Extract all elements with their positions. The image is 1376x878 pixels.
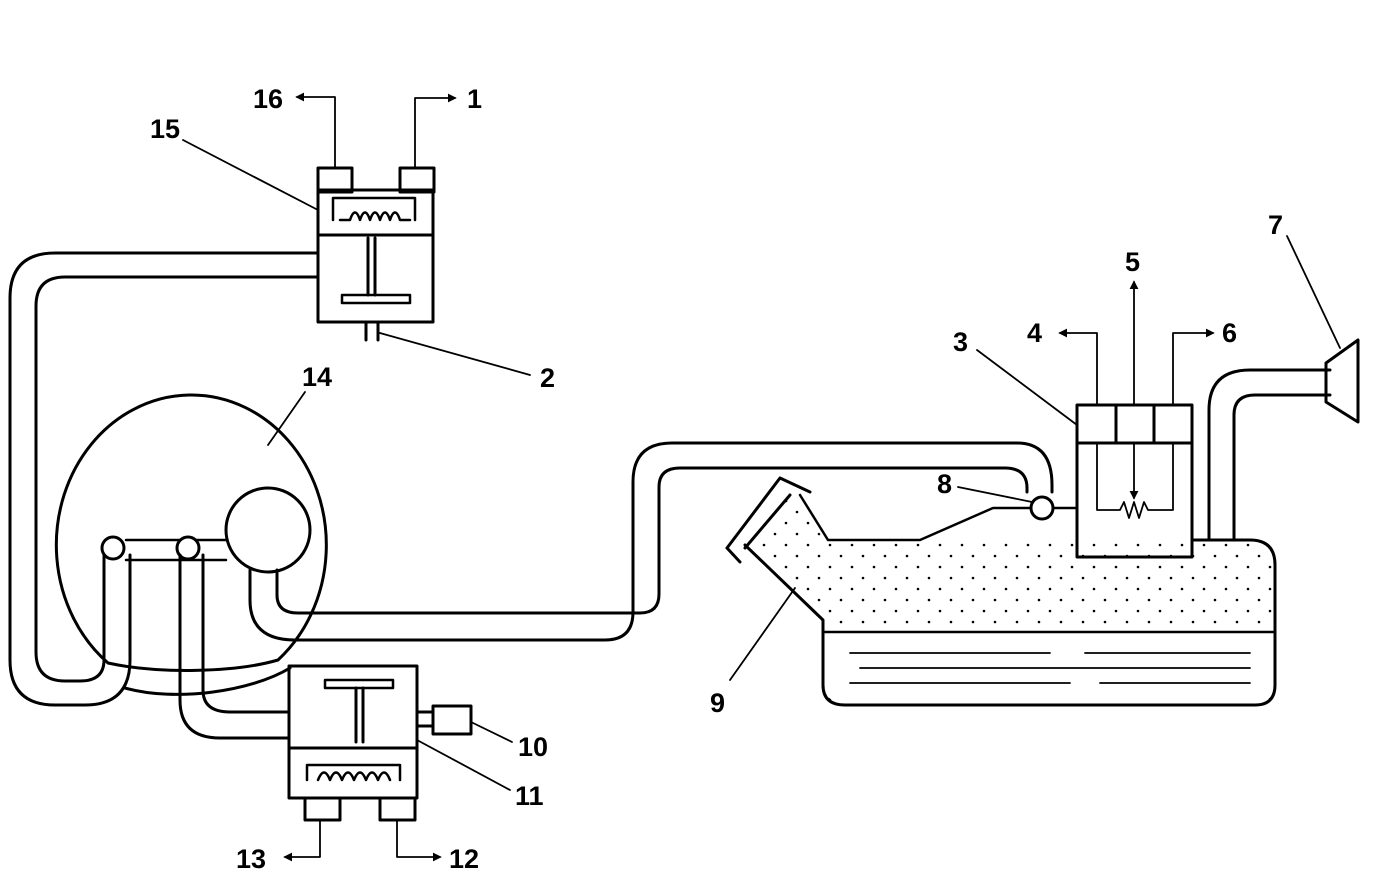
label-2: 2 [540, 363, 555, 393]
label-15: 15 [150, 114, 180, 144]
canister [54, 393, 328, 696]
label-13: 13 [236, 844, 266, 874]
label-11: 11 [515, 781, 544, 811]
label-9: 9 [710, 688, 725, 718]
label-6: 6 [1222, 318, 1237, 348]
fuel-tank [725, 476, 1277, 707]
label-5: 5 [1125, 247, 1140, 277]
canister-port-left [100, 535, 126, 561]
float [1029, 495, 1055, 521]
label-10: 10 [518, 732, 548, 762]
label-7: 7 [1268, 210, 1283, 240]
canister-upper-port [224, 486, 312, 574]
label-14: 14 [302, 362, 332, 392]
canister-port-center [175, 535, 201, 561]
vent-valve [287, 664, 473, 822]
hoses [8, 251, 1332, 740]
side-port [431, 704, 473, 736]
label-16: 16 [253, 84, 283, 114]
label-1: 1 [467, 84, 482, 114]
purge-valve [316, 166, 436, 342]
label-4: 4 [1027, 318, 1042, 348]
label-3: 3 [953, 327, 968, 357]
label-12: 12 [449, 844, 479, 874]
filler-funnel [1324, 338, 1360, 424]
leaders [182, 92, 1341, 862]
label-8: 8 [937, 469, 952, 499]
callout-labels: 1 2 3 4 5 6 7 8 9 10 11 12 13 14 15 16 [150, 84, 1283, 874]
tank-sender-unit [1050, 403, 1194, 559]
